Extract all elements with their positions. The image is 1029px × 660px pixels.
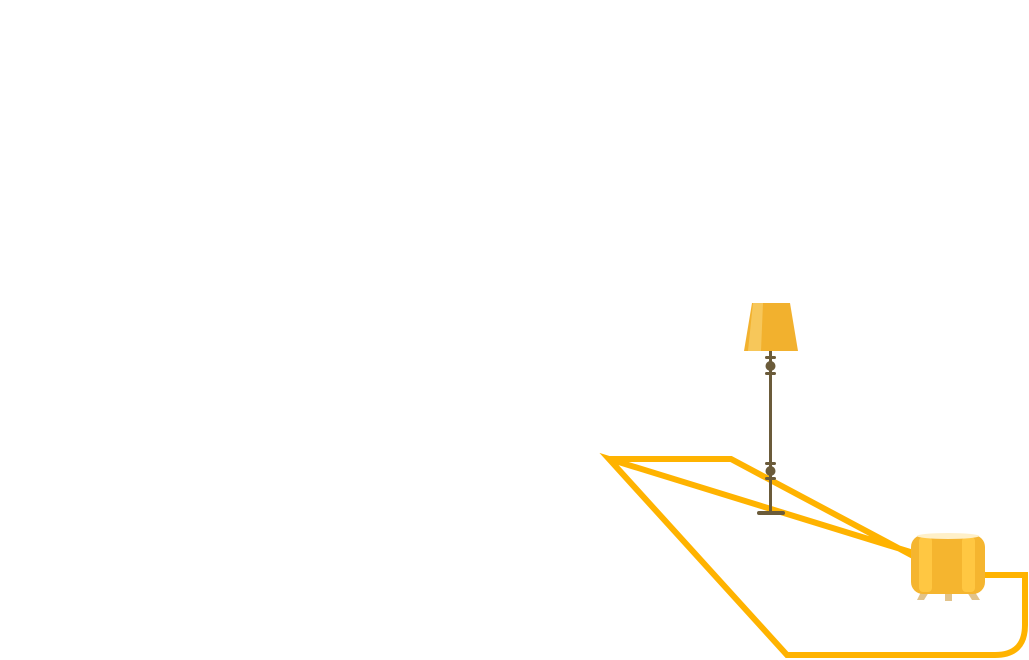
lamp-collar-upper-a — [765, 356, 776, 359]
ottoman-icon — [911, 533, 985, 601]
lamp-knob-lower — [765, 466, 776, 476]
ottoman-top — [917, 533, 979, 539]
lamp-knob-upper — [765, 361, 776, 371]
floor-lamp-icon — [744, 303, 798, 515]
lamp-collar-upper-b — [765, 372, 776, 375]
ottoman-stripe-right — [962, 537, 975, 592]
lamp-base — [757, 511, 785, 515]
lamp-collar-lower-a — [765, 462, 776, 465]
lamp-shade-highlight — [748, 303, 763, 351]
ottoman-stripe-left — [919, 537, 932, 592]
lamp-collar-lower-b — [765, 477, 776, 480]
lamp-pole — [769, 351, 772, 512]
floor-outline — [599, 452, 1028, 658]
ottoman-leg-middle — [945, 592, 952, 601]
